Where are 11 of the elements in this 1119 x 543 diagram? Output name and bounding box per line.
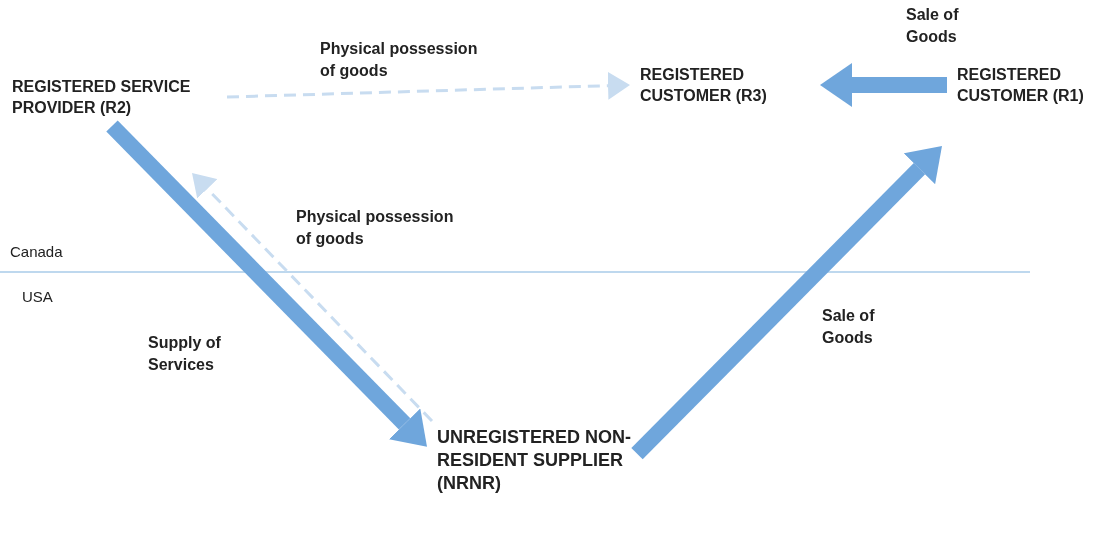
arrow [106, 120, 427, 447]
arrow [192, 173, 434, 423]
region-label: USA [22, 288, 53, 305]
party-label: UNREGISTERED NON-RESIDENT SUPPLIER (NRNR) [437, 426, 637, 495]
party-label: REGISTERED CUSTOMER (R1) [957, 64, 1117, 106]
region-label: Canada [10, 243, 63, 260]
party-label: REGISTERED CUSTOMER (R3) [640, 64, 815, 106]
arrow [631, 146, 942, 460]
party-label: REGISTERED SERVICE PROVIDER (R2) [12, 76, 212, 118]
arrow [226, 71, 630, 100]
arrow [820, 63, 947, 107]
